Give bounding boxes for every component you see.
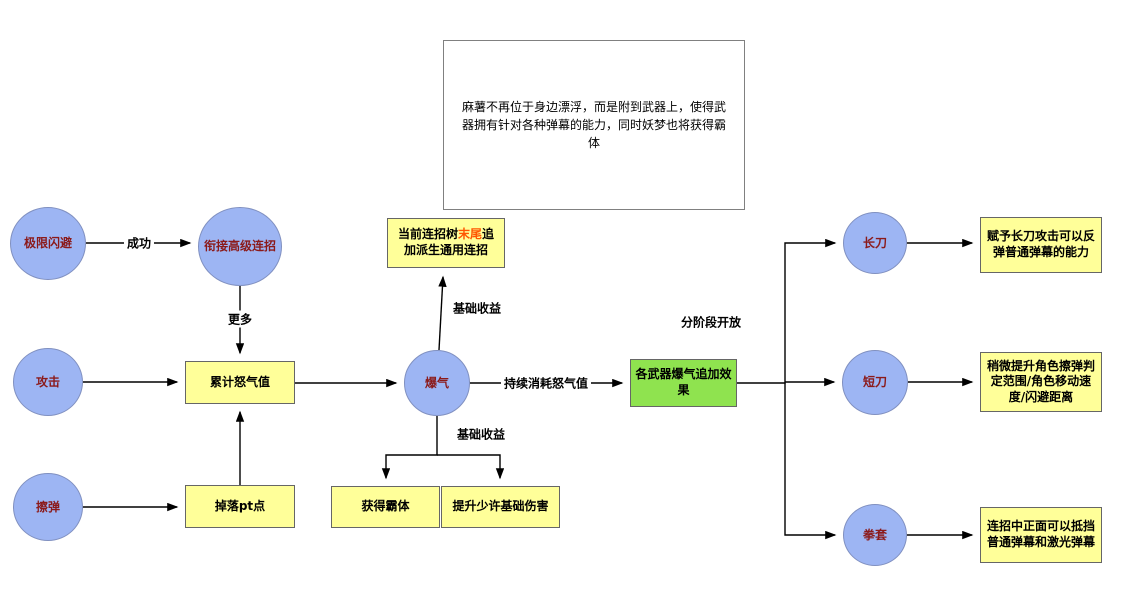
box-short-sword-effect[interactable]: 稍微提升角色擦弹判定范围/角色移动速度/闪避距离 <box>980 352 1102 412</box>
edge-label-staged-unlock: 分阶段开放 <box>677 313 745 331</box>
node-gauntlet[interactable]: 拳套 <box>843 504 907 566</box>
node-extreme-dodge[interactable]: 极限闪避 <box>10 207 86 280</box>
node-burst[interactable]: 爆气 <box>404 350 470 416</box>
edge-weapon-to-gauntlet <box>784 383 837 540</box>
combo-tree-suffix: 追加派生通用连招 <box>403 227 495 257</box>
box-base-damage-up[interactable]: 提升少许基础伤害 <box>441 486 560 528</box>
node-long-sword[interactable]: 长刀 <box>843 212 907 274</box>
box-hyper-armor[interactable]: 获得霸体 <box>331 486 440 528</box>
note-text: 麻薯不再位于身边漂浮，而是附到武器上，使得武器拥有针对各种弹幕的能力，同时妖梦也… <box>462 100 727 150</box>
box-gauntlet-effect[interactable]: 连招中正面可以抵挡普通弹幕和激光弹幕 <box>980 507 1102 563</box>
edge-label-base-benefit-up: 基础收益 <box>449 299 505 317</box>
box-rage-gauge[interactable]: 累计怒气值 <box>185 361 295 404</box>
node-graze[interactable]: 擦弹 <box>13 473 83 541</box>
node-advanced-combo[interactable]: 衔接高级连招 <box>198 207 282 286</box>
edge-label-more: 更多 <box>224 310 256 328</box>
box-combo-tree[interactable]: 当前连招树末尾追加派生通用连招 <box>387 218 505 268</box>
edge-weapon-to-longsword <box>737 238 837 384</box>
node-attack[interactable]: 攻击 <box>13 348 83 416</box>
combo-tree-prefix: 当前连招树 <box>397 227 458 242</box>
combo-tree-text: 当前连招树末尾追加派生通用连招 <box>392 227 500 258</box>
edge-burst-to-damage <box>437 454 505 480</box>
edge-label-rage-drain: 持续消耗怒气值 <box>500 374 592 392</box>
box-long-sword-effect[interactable]: 赋予长刀攻击可以反弹普通弹幕的能力 <box>980 217 1102 273</box>
edge-burst-to-armor <box>381 416 438 480</box>
edge-burst-to-combotree <box>438 275 447 351</box>
box-pt-drop[interactable]: 掉落pt点 <box>185 485 295 528</box>
edge-label-base-benefit-down: 基础收益 <box>453 425 509 443</box>
edge-label-success: 成功 <box>123 234 155 252</box>
box-weapon-burst-effects[interactable]: 各武器爆气追加效果 <box>630 359 737 407</box>
combo-tree-highlight: 末尾 <box>457 227 482 242</box>
node-short-sword[interactable]: 短刀 <box>842 350 908 415</box>
note-box[interactable]: 麻薯不再位于身边漂浮，而是附到武器上，使得武器拥有针对各种弹幕的能力，同时妖梦也… <box>443 40 745 210</box>
